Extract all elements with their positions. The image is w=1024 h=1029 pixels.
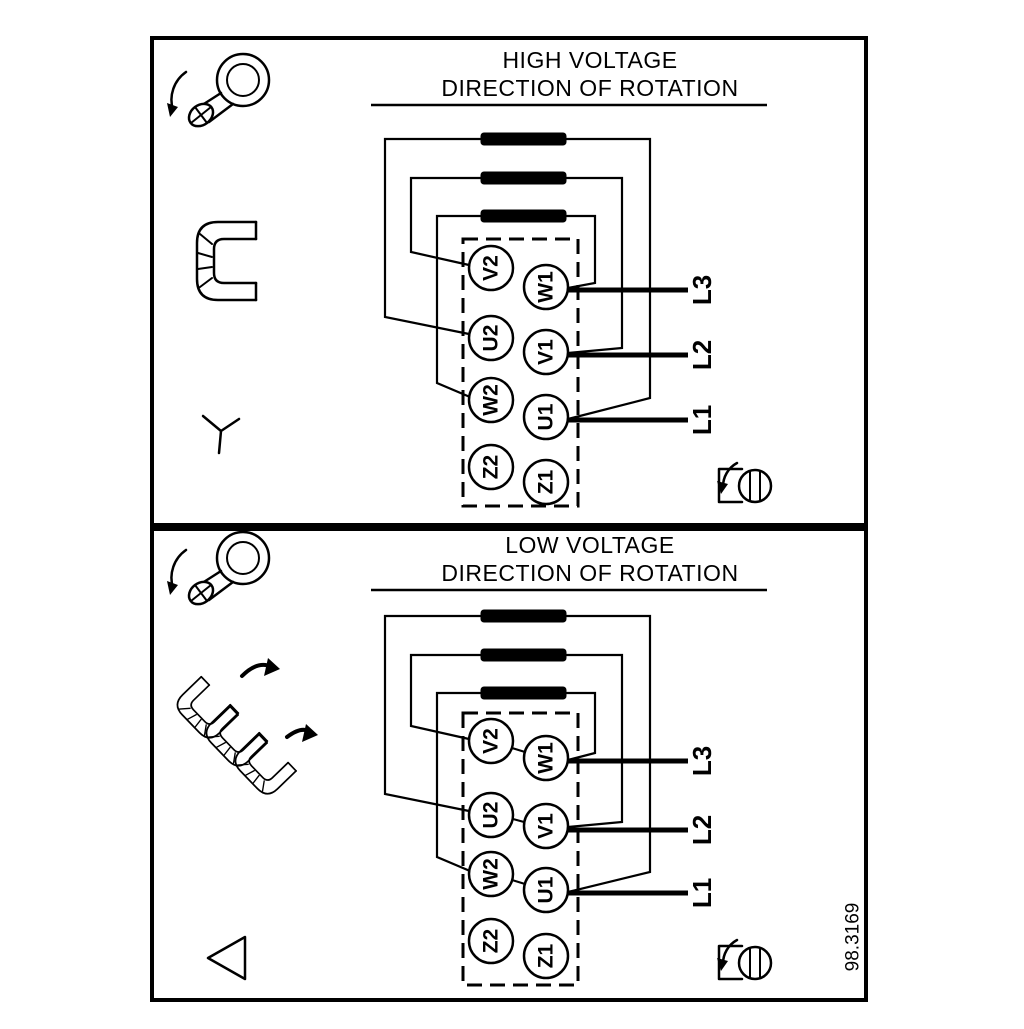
rotation-direction-icon [715,461,773,504]
terminal-w1-label: W1 [535,742,558,774]
terminal-z2-label: Z2 [480,929,503,954]
terminal-v1-label: V1 [535,339,558,365]
terminal-v1: V1 [522,328,570,376]
screw-icon [165,52,271,133]
supply-l3-label: L3 [687,746,717,776]
terminal-u2-label: U2 [480,325,503,352]
terminal-u2-label: U2 [480,802,503,829]
link-bars [480,132,567,223]
terminal-z1: Z1 [522,932,570,980]
supply-lines: L3 L2 L1 [568,275,717,435]
high-voltage-frame [150,36,868,527]
terminal-box [461,237,580,508]
terminal-v2: V2 [467,717,515,765]
terminal-w2: W2 [467,376,515,424]
star-connection-icon [201,414,241,455]
terminal-u1: U1 [522,393,570,441]
terminal-z2-label: Z2 [480,455,503,480]
terminal-w2-label: W2 [480,858,503,890]
terminal-z2: Z2 [467,917,515,965]
terminal-z1-label: Z1 [535,943,558,968]
terminal-w1: W1 [522,263,570,311]
supply-l3-label: L3 [687,275,717,305]
supply-l2-label: L2 [687,340,717,370]
terminal-v2-label: V2 [480,255,503,281]
supply-l2-label: L2 [687,815,717,845]
terminal-u2: U2 [467,791,515,839]
reference-number: 98.3169 [843,903,864,972]
high-voltage-title: HIGH VOLTAGE [502,47,677,73]
panel-low-voltage: LOW VOLTAGE DIRECTION OF ROTATION [150,527,868,1002]
terminal-w1-label: W1 [535,271,558,303]
supply-l1-label: L1 [687,405,717,435]
screw-icon [165,530,271,611]
terminal-u2: U2 [467,314,515,362]
terminal-u1-label: U1 [535,403,558,430]
terminal-v2-label: V2 [480,728,503,754]
terminal-u1-label: U1 [535,876,558,903]
high-voltage-subtitle: DIRECTION OF ROTATION [441,75,738,101]
terminal-w2: W2 [467,850,515,898]
link-bars [480,609,567,700]
supply-l1-label: L1 [687,878,717,908]
delta-link-arrangement-icon [171,658,318,800]
terminal-z1: Z1 [522,458,570,506]
terminal-box [461,711,580,987]
terminal-v1-label: V1 [535,813,558,839]
terminal-v1: V1 [522,802,570,850]
terminal-u1: U1 [522,866,570,914]
terminal-w1: W1 [522,734,570,782]
terminal-v2: V2 [467,244,515,292]
terminal-z2: Z2 [467,443,515,491]
rotation-direction-icon [715,938,773,981]
link-wires [383,137,652,421]
low-voltage-frame [150,527,868,1002]
low-voltage-subtitle: DIRECTION OF ROTATION [441,560,738,586]
supply-lines: L3 L2 L1 [568,746,717,908]
link-wires [383,614,652,894]
terminal-z1-label: Z1 [535,469,558,494]
low-voltage-title: LOW VOLTAGE [505,532,675,558]
terminal-w2-label: W2 [480,384,503,416]
panel-high-voltage: HIGH VOLTAGE DIRECTION OF ROTATION V2 [150,36,868,527]
delta-connection-icon [206,935,247,981]
terminal-link-icon [195,220,258,302]
